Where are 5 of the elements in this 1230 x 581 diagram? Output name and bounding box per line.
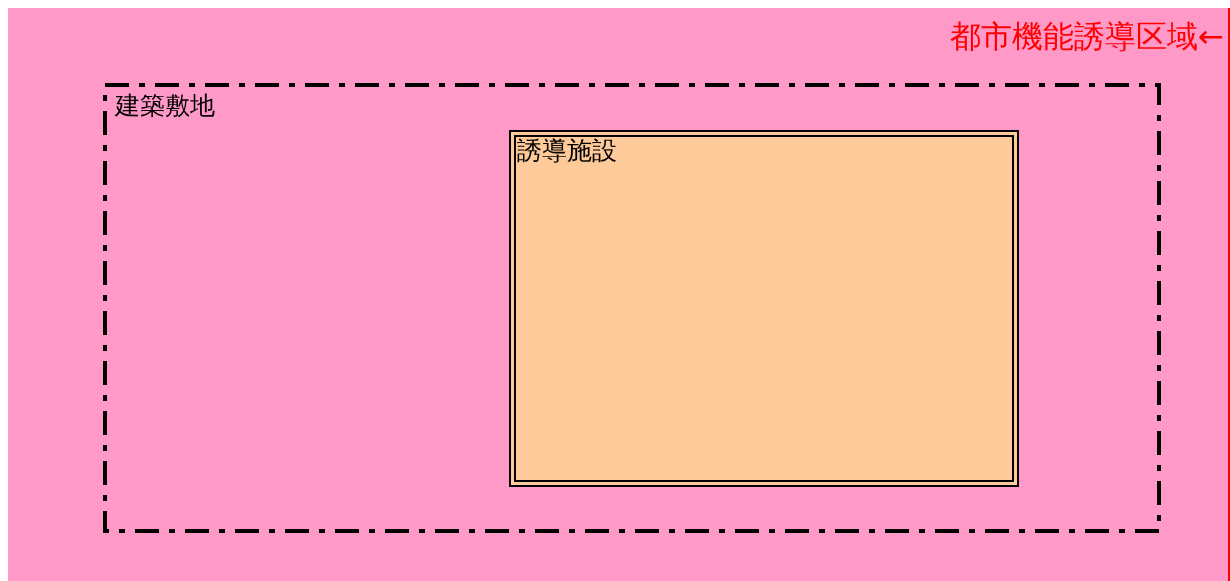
zone-label: 都市機能誘導区域← — [950, 18, 1224, 56]
facility-label: 誘導施設 — [517, 136, 617, 166]
zone-area — [8, 8, 1230, 581]
facility-box — [509, 130, 1019, 487]
site-label: 建築敷地 — [115, 91, 215, 121]
